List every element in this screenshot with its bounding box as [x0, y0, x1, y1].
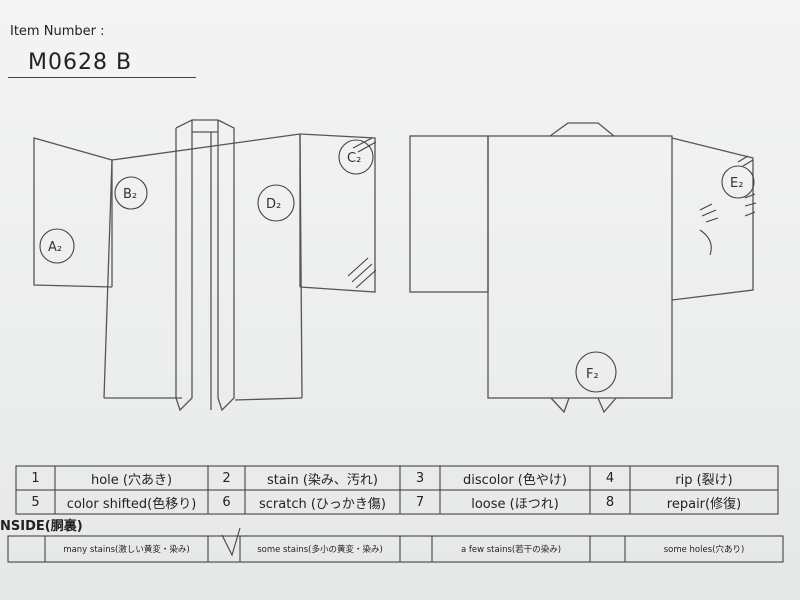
label-f2: F₂: [586, 367, 599, 382]
damage-circle-e2: [721, 165, 755, 199]
inside-option-some-stains: some stains(多小の黄変・染み): [257, 545, 383, 555]
damage-label-stain: stain (染み、汚れ): [267, 472, 378, 488]
back-view: [409, 122, 754, 414]
inside-option-many-stains: many stains(激しい黄変・染み): [63, 545, 190, 555]
label-b2: B₂: [123, 187, 137, 202]
damage-circle-a2: [39, 228, 75, 264]
damage-circle-c2: [338, 139, 374, 175]
label-e2: E₂: [730, 176, 743, 191]
item-number-value: M0628 B: [28, 50, 133, 75]
inside-option-some-holes: some holes(穴あり): [663, 545, 745, 555]
inside-section-label: NSIDE(胴裏): [0, 519, 83, 534]
damage-num-1: 1: [31, 470, 40, 486]
damage-label-hole: hole (穴あき): [90, 472, 173, 488]
damage-circle-d2: [257, 184, 295, 222]
damage-num-3: 3: [415, 470, 425, 486]
damage-label-color-shifted: color shifted(色移り): [66, 496, 197, 512]
label-d2: D₂: [266, 197, 281, 212]
damage-circle-b2: [114, 176, 148, 210]
label-a2: A₂: [48, 240, 62, 255]
damage-label-loose: loose (ほつれ): [471, 496, 559, 512]
damage-label-rip: rip (裂け): [675, 472, 733, 488]
damage-num-4: 4: [605, 470, 615, 486]
damage-num-2: 2: [222, 470, 231, 486]
damage-num-7: 7: [415, 494, 425, 510]
damage-num-5: 5: [31, 494, 40, 510]
label-c2: C₂: [347, 151, 361, 166]
inside-option-few-stains: a few stains(若干の染み): [460, 545, 562, 555]
damage-label-discolor: discolor (色やけ): [463, 472, 567, 488]
damage-circle-f2: [575, 351, 617, 393]
front-view: [33, 118, 376, 412]
damage-label-repair: repair(修復): [666, 496, 742, 512]
damage-label-scratch: scratch (ひっかき傷): [259, 496, 386, 512]
damage-num-6: 6: [222, 494, 231, 510]
damage-num-8: 8: [605, 494, 615, 510]
item-number-underline: [8, 77, 196, 78]
item-number-label: Item Number :: [10, 24, 105, 39]
